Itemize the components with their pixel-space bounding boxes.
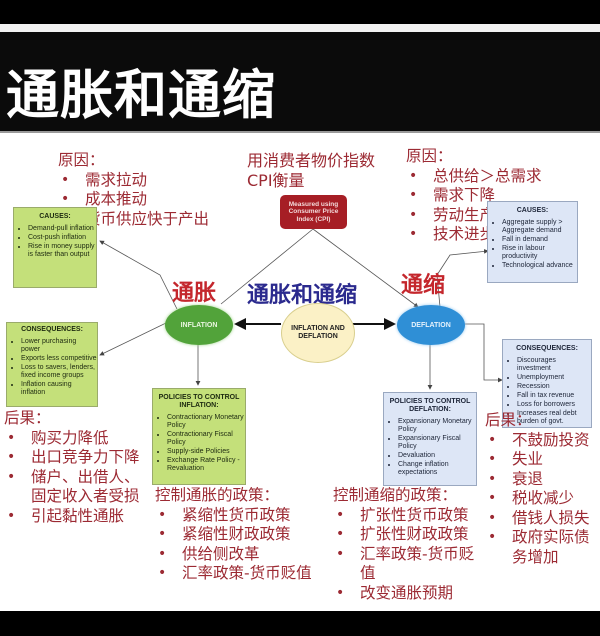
list-item: Exchange Rate Policy - Revaluation — [167, 457, 245, 473]
list-item: Rise in money supply is faster than outp… — [28, 243, 96, 259]
deflation-policies-heading: 控制通缩的政策： — [333, 486, 458, 504]
list-item: 扩张性货币政策 — [333, 506, 483, 526]
center-node-line2: DEFLATION — [298, 333, 338, 340]
list-item: 不鼓励投资 — [485, 431, 600, 451]
cpi-box-line1: Measured using — [288, 200, 339, 208]
list-item: 需求下降 — [406, 186, 542, 206]
deflation-policies-cn: 控制通缩的政策： 扩张性货币政策 扩张性财政政策 汇率政策-货币贬值 改变通胀预… — [333, 486, 483, 603]
deflation-causes-heading: 原因： — [406, 147, 453, 165]
header-banner: 通胀和通缩 — [0, 32, 600, 131]
deflation-consequences-heading: 后果： — [485, 411, 532, 429]
list-item: 储户、出借人、固定收入者受损 — [4, 468, 152, 507]
cpi-caption-line2: CPI衡量 — [247, 171, 305, 190]
list-item: 购买力降低 — [4, 429, 152, 449]
list-item: 政府实际债务增加 — [485, 528, 600, 567]
box-title: CAUSES: — [39, 213, 71, 220]
list-item: 紧缩性货币政策 — [155, 506, 315, 526]
connector-lines — [99, 228, 503, 390]
inflation-policies-heading: 控制通胀的政策： — [155, 486, 280, 504]
list-item: 成本推动 — [58, 190, 209, 210]
deflation-consequences-box: CONSEQUENCES: Discourages investment Une… — [502, 339, 592, 428]
list-item: 总供给＞总需求 — [406, 167, 542, 187]
box-title: POLICIES TO CONTROL INFLATION: — [158, 394, 240, 409]
header-divider — [0, 131, 600, 133]
deflation-policies-box: POLICIES TO CONTROL DEFLATION: Expansion… — [383, 392, 477, 486]
list-item: Rise in labour productivity — [502, 245, 577, 261]
box-title: CAUSES: — [516, 207, 549, 214]
list-item: 汇率政策-货币贬值 — [155, 564, 315, 584]
list-item: 出口竞争力下降 — [4, 448, 152, 468]
list-item: 失业 — [485, 450, 600, 470]
list-item: 扩张性财政政策 — [333, 525, 483, 545]
list-item: Fall in tax revenue — [517, 392, 591, 400]
list-item: Demand-pull inflation — [28, 225, 96, 233]
list-item: Inflation causing inflation — [21, 381, 97, 397]
list-item: Loss for borrowers — [517, 401, 591, 409]
top-black-bar — [0, 0, 600, 24]
cpi-box-line3: Index (CPI) — [296, 215, 331, 223]
list-item: Increases real debt burden of govt. — [517, 410, 591, 426]
list-item: 借钱人损失 — [485, 509, 600, 529]
inflation-consequences-cn: 后果： 购买力降低 出口竞争力下降 储户、出借人、固定收入者受损 引起黏性通胀 — [4, 409, 152, 526]
cpi-caption-cn: 用消费者物价指数 CPI衡量 — [247, 151, 375, 191]
box-title: POLICIES TO CONTROL DEFLATION: — [389, 398, 471, 413]
list-item: 需求拉动 — [58, 171, 209, 191]
list-item: Contractionary Fiscal Policy — [167, 431, 245, 447]
bottom-black-bar — [0, 611, 600, 636]
page-title: 通胀和通缩 — [6, 65, 276, 126]
list-item: Exports less competitive — [21, 355, 97, 363]
list-item: Discourages investment — [517, 357, 591, 373]
inflation-causes-heading: 原因： — [58, 151, 105, 169]
inflation-node-label: INFLATION — [180, 321, 218, 329]
list-item: Expansionary Monetary Policy — [398, 418, 476, 434]
list-item: Change inflation expectations — [398, 461, 476, 477]
list-item: 技术进步 — [406, 225, 542, 245]
list-item: Loss to savers, lenders, fixed income gr… — [21, 364, 97, 380]
box-title: CONSEQUENCES: — [21, 326, 83, 333]
list-item: Expansionary Fiscal Policy — [398, 435, 476, 451]
list-item: Contractionary Monetary Policy — [167, 414, 245, 430]
list-item: Unemployment — [517, 374, 591, 382]
list-item: 汇率政策-货币贬值 — [333, 545, 483, 584]
inflation-consequences-box: CONSEQUENCES: Lower purchasing power Exp… — [6, 322, 98, 407]
center-node-line1: INFLATION AND — [291, 324, 345, 332]
inflation-causes-cn: 原因： 需求拉动 成本推动 货币供应快于产出 — [58, 151, 209, 229]
inflation-consequences-heading: 后果： — [4, 409, 51, 427]
inflation-node: INFLATION — [165, 305, 233, 345]
list-item: 改变通胀预期 — [333, 584, 483, 604]
list-item: 供给侧改革 — [155, 545, 315, 565]
list-item: Cost-push inflation — [28, 234, 96, 242]
list-item: Devaluation — [398, 452, 476, 460]
inflation-policies-cn: 控制通胀的政策： 紧缩性货币政策 紧缩性财政政策 供给侧改革 汇率政策-货币贬值 — [155, 486, 315, 584]
deflation-causes-box: CAUSES: Aggregate supply > Aggregate dem… — [487, 201, 578, 283]
box-title: CONSEQUENCES: — [516, 345, 578, 352]
deflation-node-label: DEFLATION — [411, 321, 451, 329]
cpi-box-line2: Consumer Price — [288, 208, 339, 216]
inflation-policies-box: POLICIES TO CONTROL INFLATION: Contracti… — [152, 388, 246, 485]
cpi-caption-line1: 用消费者物价指数 — [247, 151, 376, 170]
diagram-canvas: 原因： 需求拉动 成本推动 货币供应快于产出 CAUSES: Demand-pu… — [0, 133, 600, 611]
list-item: Aggregate supply > Aggregate demand — [502, 219, 577, 235]
list-item: Lower purchasing power — [21, 338, 97, 354]
list-item: Fall in demand — [502, 236, 577, 244]
deflation-node: DEFLATION — [397, 305, 465, 345]
list-item: Supply-side Policies — [167, 448, 245, 456]
top-divider — [0, 24, 600, 32]
list-item: Recession — [517, 383, 591, 391]
inflation-label-cn: 通胀 — [172, 281, 217, 306]
deflation-label-cn: 通缩 — [401, 273, 446, 298]
center-label-cn: 通胀和通缩 — [247, 283, 358, 308]
cpi-box: Measured using Consumer Price Index (CPI… — [280, 195, 347, 229]
center-node: INFLATION AND DEFLATION — [281, 303, 355, 363]
inflation-causes-box: CAUSES: Demand-pull inflation Cost-push … — [13, 207, 97, 288]
list-item: 衰退 — [485, 470, 600, 490]
list-item: Technological advance — [502, 262, 577, 270]
list-item: 税收减少 — [485, 489, 600, 509]
list-item: 引起黏性通胀 — [4, 507, 152, 527]
deflation-consequences-cn: 后果： 不鼓励投资 失业 衰退 税收减少 借钱人损失 政府实际债务增加 — [485, 411, 600, 567]
list-item: 紧缩性财政政策 — [155, 525, 315, 545]
